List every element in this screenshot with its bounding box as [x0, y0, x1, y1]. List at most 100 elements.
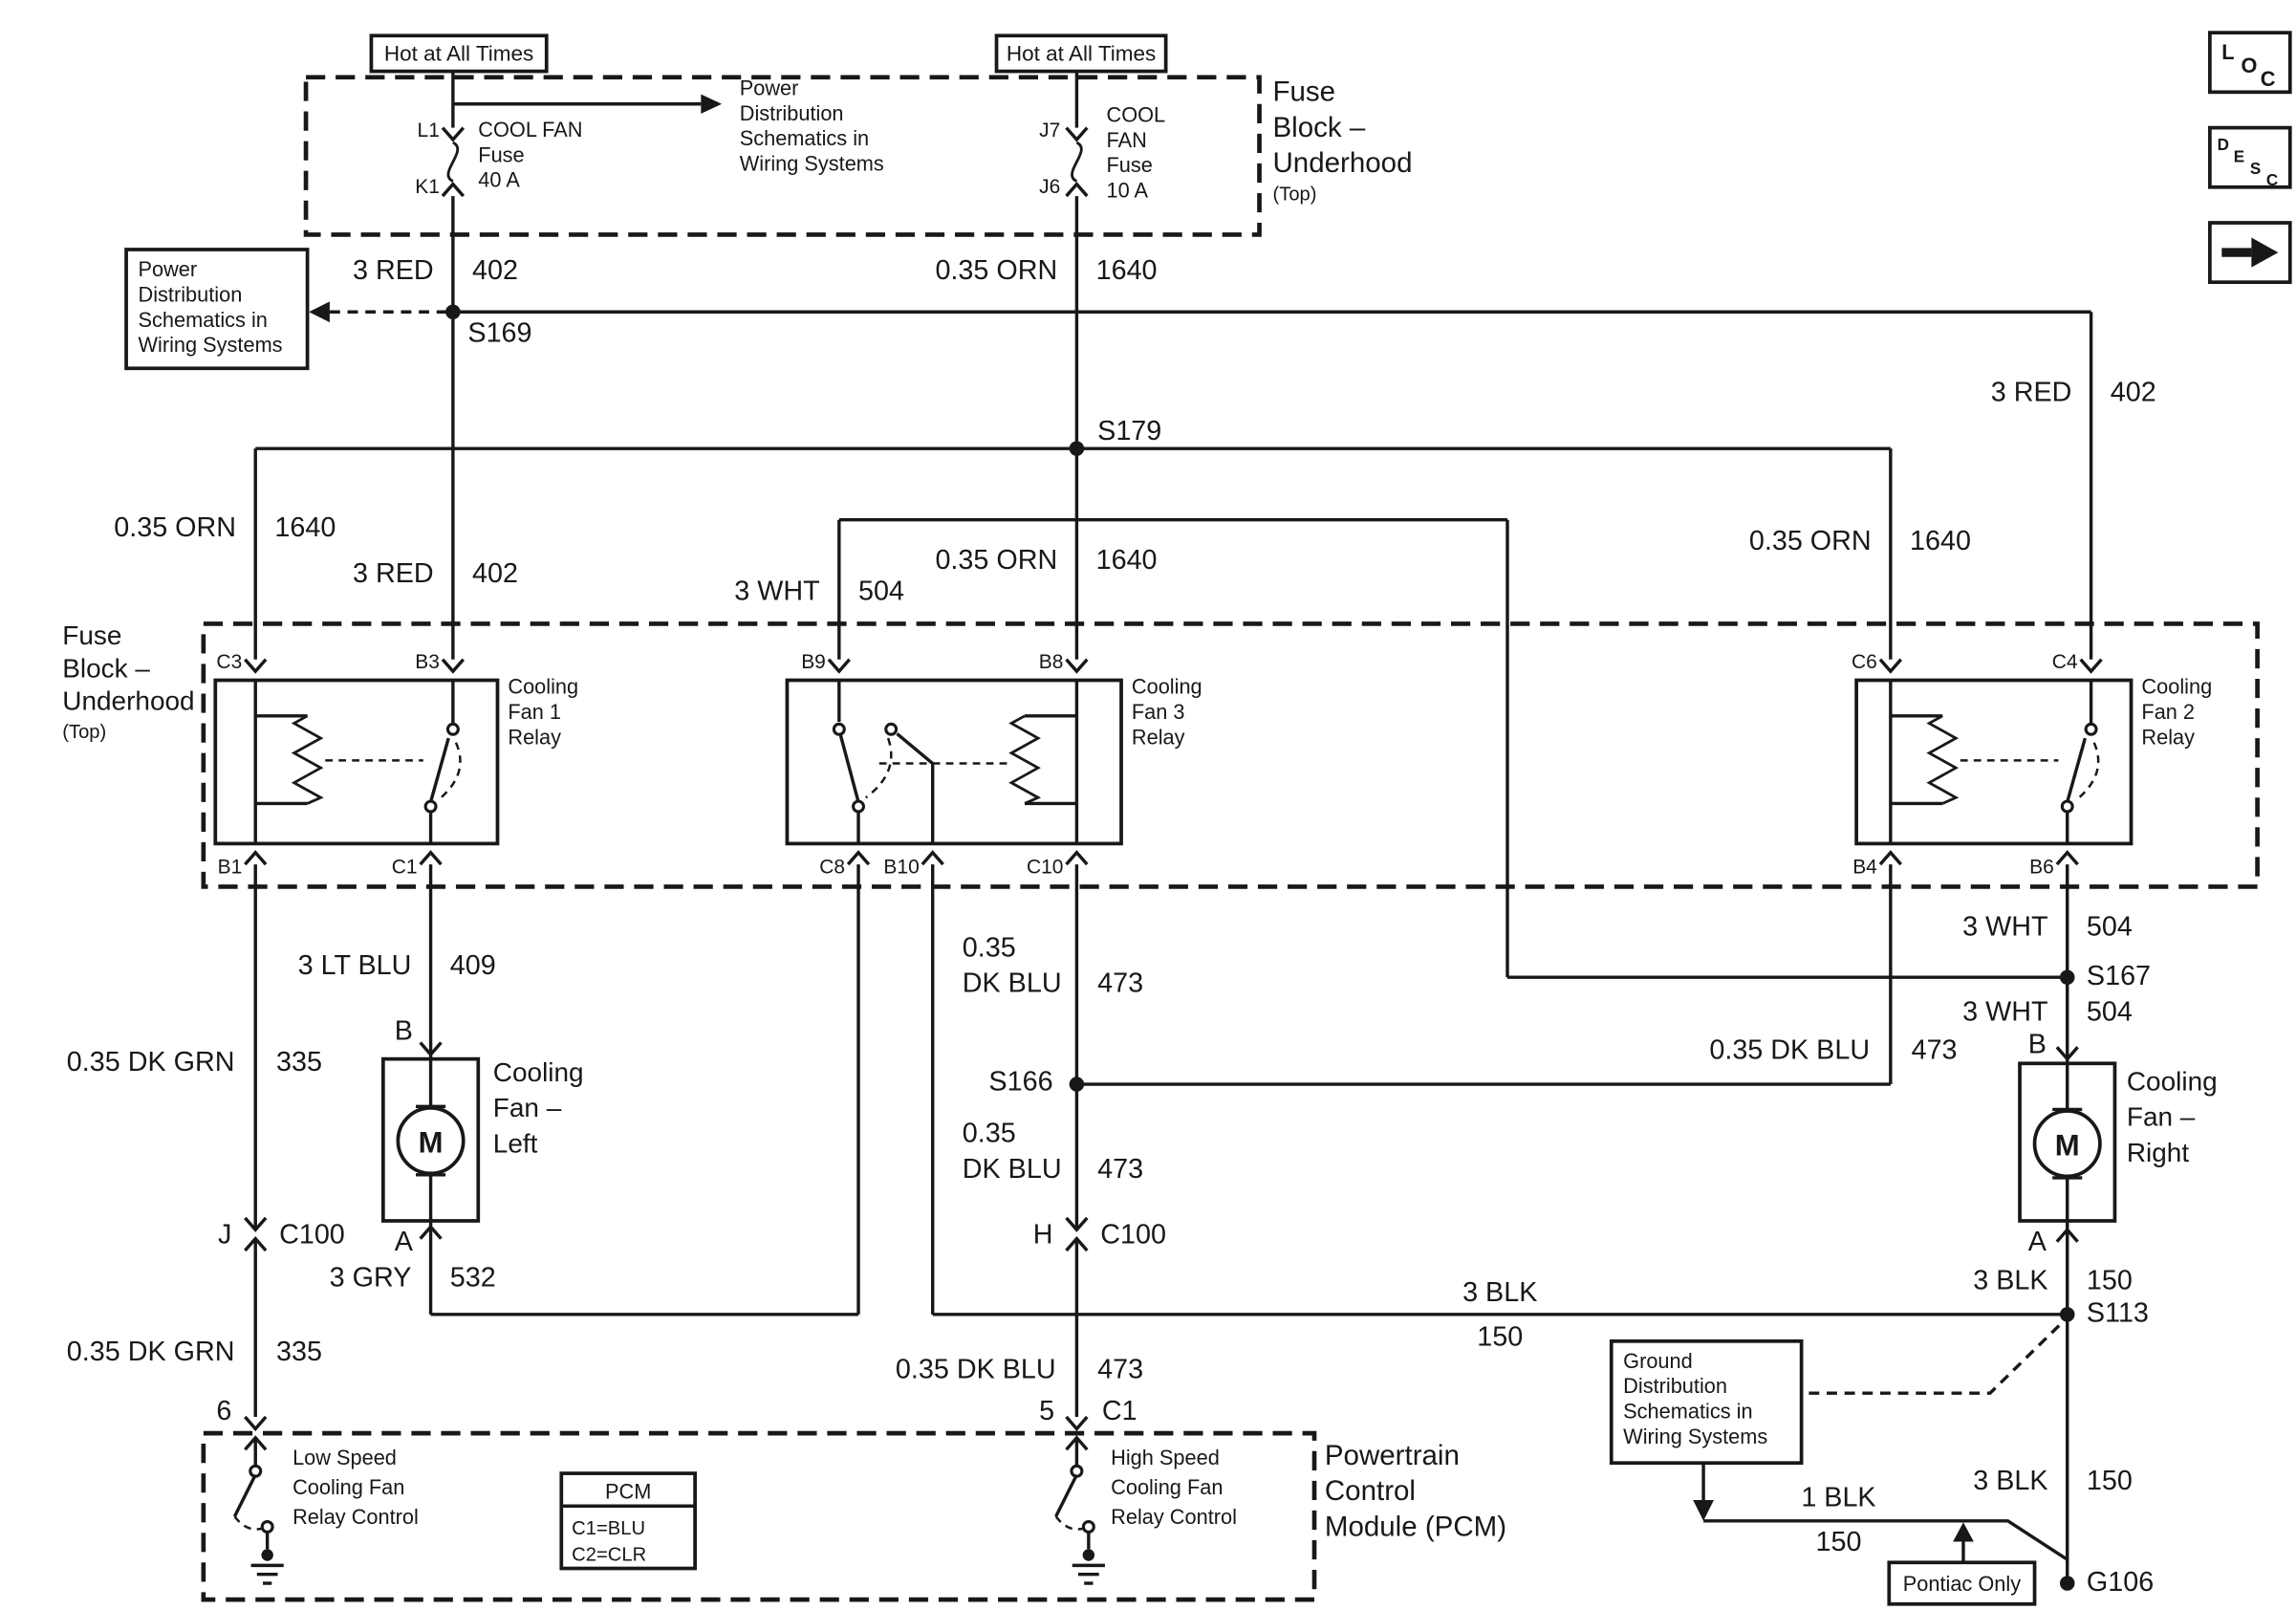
pin-label: B6 [2029, 856, 2054, 878]
wire-label: 3 WHT [1962, 996, 2047, 1027]
relay-name: Relay [508, 725, 561, 749]
arrowhead-left-icon [309, 301, 330, 323]
relay-contact [445, 722, 460, 736]
splice-label: S113 [2087, 1298, 2149, 1329]
desc-button-letter: E [2234, 147, 2244, 165]
wire-label: 0.35 [963, 932, 1016, 963]
cooling-fan-left-motor: M [380, 1056, 481, 1223]
relay-pivot [2060, 799, 2074, 814]
circuit-number: 409 [450, 950, 496, 981]
connector-name: C1 [1102, 1396, 1137, 1426]
connector-pin: H [1033, 1219, 1053, 1250]
relay-name: Cooling [1132, 674, 1202, 698]
terminal-chevron [441, 126, 466, 142]
motor-name: Fan – [493, 1093, 562, 1122]
wire-label: 0.35 ORN [935, 545, 1057, 576]
loc-button[interactable] [2208, 31, 2292, 95]
loc-button-letter: C [2261, 67, 2276, 91]
motor-symbol: M [2055, 1129, 2080, 1163]
relay-contact [884, 722, 899, 736]
circuit-number: 504 [2087, 996, 2133, 1027]
relay-switch-arm [2066, 737, 2088, 803]
wire-label: 0.35 DK BLU [896, 1355, 1056, 1385]
ground-dot-g106 [2059, 1576, 2075, 1591]
wire-blk-150 [931, 864, 2075, 1322]
ref-text: Schematics in [138, 308, 267, 332]
cooling-fan-3-relay [785, 678, 1123, 846]
motor-name: Right [2127, 1138, 2189, 1167]
circuit-number: 504 [2087, 912, 2133, 943]
wire-label: 3 RED [353, 558, 434, 589]
fuse-name: Fuse [478, 142, 524, 166]
desc-button-letter: C [2266, 171, 2278, 189]
circuit-number: 402 [2111, 377, 2156, 407]
ref-text: Wiring Systems [1623, 1425, 1767, 1448]
pcm-labels: Low Speed Cooling Fan Relay Control High… [292, 1440, 1506, 1543]
wire-label: 0.35 DK GRN [67, 1337, 235, 1367]
switch-contact [249, 1464, 263, 1478]
ground-reference-wiring [1693, 1321, 2069, 1563]
fuse-block-title: Underhood [1273, 147, 1413, 179]
arrowhead-right-icon [701, 94, 723, 114]
circuit-number: 1640 [1910, 526, 1971, 556]
pcm-high-speed-driver [1054, 1464, 1105, 1585]
terminal-chevron [441, 182, 466, 198]
motor-name: Fan – [2127, 1102, 2196, 1132]
fuse-icon [1071, 141, 1083, 183]
desc-button[interactable] [2208, 125, 2292, 189]
connector-pin: J [218, 1219, 231, 1250]
relay-contact [2084, 722, 2098, 736]
ref-text: Distribution [138, 282, 242, 306]
wire-label: 0.35 DK BLU [1709, 1035, 1870, 1066]
pcm-driver-label: Low Speed [292, 1446, 397, 1469]
circuit-number: 1640 [1096, 255, 1158, 286]
circuit-number: 335 [276, 1337, 322, 1367]
ground-distribution-ref-box: Ground Distribution Schematics in Wiring… [1609, 1338, 1804, 1466]
fuse-name: 10 A [1106, 179, 1148, 203]
terminal-chevron [846, 850, 871, 866]
ground-dot [1082, 1549, 1095, 1561]
circuit-number: 150 [1815, 1527, 1861, 1557]
wire-ltblu-409-gry-532 [416, 864, 860, 1316]
note-text: Schematics in [740, 126, 869, 150]
component-labels: B A Cooling Fan – Left B A Cooling Fan –… [216, 1015, 2217, 1426]
pin-label: J7 [1039, 120, 1060, 141]
circuit-number: 150 [2087, 1466, 2133, 1496]
top-fuse-block-labels: Power Distribution Schematics in Wiring … [415, 76, 1412, 205]
pcm-driver-label: Relay Control [1111, 1505, 1237, 1529]
relay-name: Fan 3 [1132, 700, 1185, 724]
fuse-block-title: Block – [62, 653, 150, 683]
ref-text: Wiring Systems [138, 333, 282, 357]
hot-at-all-times-left: Hot at All Times [369, 33, 549, 74]
relay-name: Fan 1 [508, 700, 561, 724]
connector-chevron [244, 1216, 268, 1232]
hot-at-all-times-right: Hot at All Times [994, 33, 1168, 74]
pcm-low-speed-driver [232, 1464, 284, 1585]
connector-pin: 5 [1039, 1396, 1054, 1426]
circuit-number: 473 [1912, 1035, 1958, 1066]
switch-arm [1054, 1473, 1078, 1517]
terminal-chevron [1065, 850, 1089, 866]
cooling-fan-2-relay [1854, 678, 2134, 846]
cooling-fan-right-motor: M [2018, 1061, 2117, 1223]
relay-name: Relay [1132, 725, 1185, 749]
cooling-fan-1-relay [213, 678, 500, 846]
circuit-number: 473 [1097, 968, 1143, 999]
terminal-chevron [1878, 658, 1903, 674]
wire-label: 0.35 DK GRN [67, 1047, 235, 1077]
terminal-chevron [1065, 658, 1089, 674]
loc-button-letter: L [2221, 40, 2234, 64]
fuse-block-title: Fuse [62, 620, 121, 650]
wire-dkblu-473 [1065, 864, 1893, 1467]
note-text: Wiring Systems [740, 152, 884, 176]
terminal-chevron [419, 1041, 443, 1057]
wire-wht-504 [827, 518, 2075, 985]
connector-name: C100 [279, 1219, 345, 1250]
wire-label: 1 BLK [1801, 1482, 1875, 1512]
relay-coil-icon [1008, 714, 1042, 805]
circuit-number: 504 [858, 577, 904, 607]
terminal-chevron [1065, 126, 1089, 142]
circuit-number: 1640 [1096, 545, 1158, 576]
